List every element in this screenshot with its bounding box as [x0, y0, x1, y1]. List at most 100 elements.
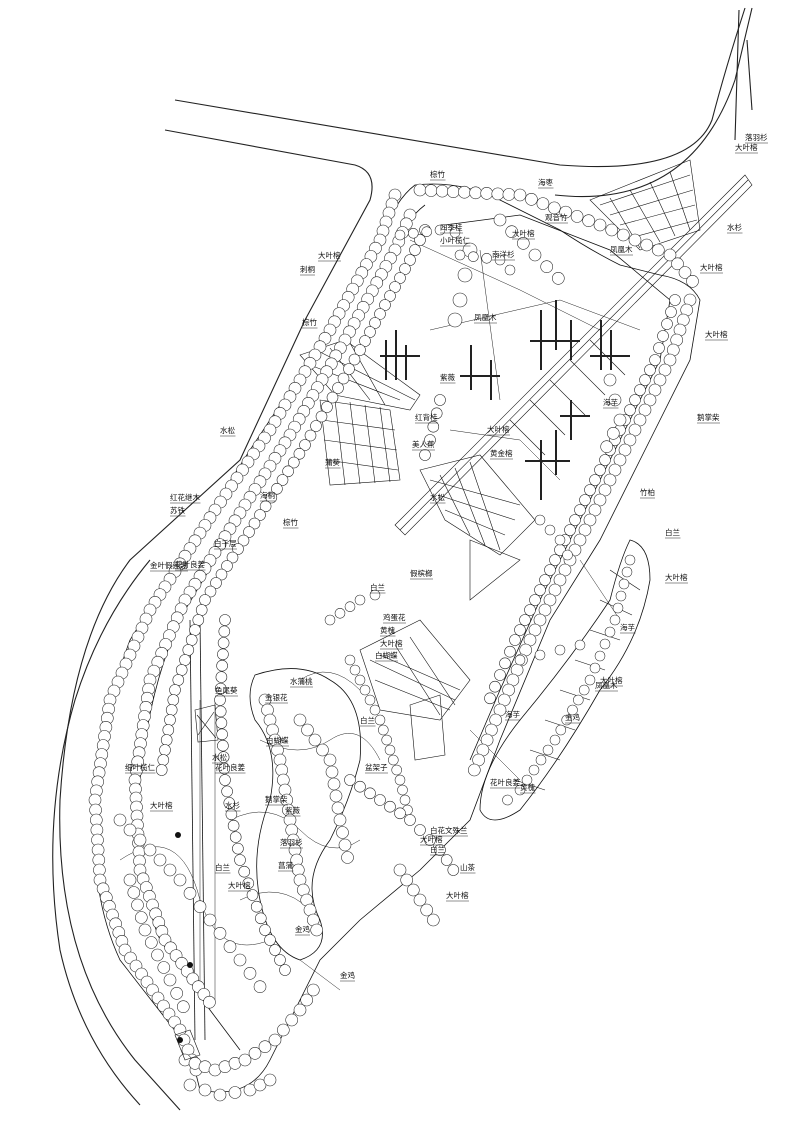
plant-label: 假槟榔 [410, 568, 433, 578]
tree-symbol [324, 614, 336, 626]
plant-label: 大叶榕 [150, 800, 173, 810]
tree-symbol [217, 637, 230, 649]
tree-symbol [468, 251, 479, 262]
plant-labels: 大叶榕落羽杉水杉海枣棕竹大叶榕南洋杉凤凰木刺桐大叶榕棕竹大叶榕凤凰木观音竹小叶榄… [125, 132, 768, 982]
tree-symbol [225, 808, 238, 821]
tree-symbol [554, 644, 566, 656]
tree-symbol [135, 911, 148, 924]
tree-symbol [229, 831, 242, 843]
tree-symbol [384, 290, 396, 302]
tree-symbol [413, 893, 427, 907]
tree-symbol [613, 453, 627, 467]
tree-symbol [653, 342, 665, 354]
plant-label: 白兰 [430, 844, 445, 854]
tree-symbol [427, 913, 440, 927]
tree-symbol [543, 593, 557, 607]
tree-symbol [173, 873, 187, 887]
tree-symbol [652, 243, 665, 257]
tree-symbol [264, 934, 276, 946]
tree-symbol [238, 865, 250, 878]
tree-symbol [277, 1023, 290, 1037]
tree-symbol [215, 717, 228, 729]
tree-symbol [399, 794, 411, 806]
tree-symbol [226, 551, 239, 564]
tree-symbol [344, 601, 356, 612]
tree-symbol [288, 456, 300, 469]
tree-symbol [540, 260, 553, 273]
plant-label: 大叶榕 [420, 834, 443, 844]
plant-label: 大叶榕 [512, 228, 535, 238]
tree-symbol [276, 474, 289, 486]
plant-label: 大叶榕 [735, 142, 758, 152]
plant-label: 小叶榄仁 [440, 235, 470, 245]
tree-symbol [559, 205, 572, 219]
tree-symbol [263, 1073, 277, 1087]
tree-symbol [143, 843, 157, 857]
tree-symbol [409, 244, 421, 256]
tree-symbol [243, 526, 255, 538]
tree-symbol [573, 694, 584, 706]
tree-symbol [542, 744, 554, 756]
tree-symbol [354, 674, 366, 686]
tree-symbol [214, 705, 227, 718]
tree-symbol [237, 534, 250, 547]
tree-symbol [214, 694, 226, 706]
tree-symbol [414, 234, 426, 246]
tree-symbol [549, 734, 561, 746]
tree-symbol [133, 833, 147, 847]
tree-symbol [177, 1000, 190, 1013]
tree-symbol [394, 229, 406, 241]
plant-label: 观音竹 [545, 212, 568, 222]
plant-label: 海芋 [620, 622, 635, 632]
tree-symbol [457, 267, 473, 283]
plant-label: 大叶榕 [665, 572, 688, 582]
tree-symbol [605, 223, 618, 237]
tree-symbol [569, 514, 581, 526]
tree-symbol [348, 353, 361, 366]
plant-label: 金银花 [265, 692, 288, 702]
plant-label: 白兰 [215, 862, 230, 872]
tree-symbol [603, 473, 617, 487]
tree-symbol [589, 474, 601, 486]
tree-symbol [434, 224, 446, 236]
tree-symbol [686, 275, 699, 288]
pergola-bars [380, 300, 630, 500]
tree-symbol [420, 903, 433, 917]
tree-symbol [544, 524, 556, 536]
tree-symbol [316, 743, 329, 757]
tree-symbol [307, 983, 320, 997]
tree-symbol [617, 228, 630, 242]
tree-symbol [391, 764, 402, 776]
tree-symbol [481, 253, 492, 264]
plant-label: 盆架子 [365, 762, 388, 772]
tree-symbol [243, 1083, 257, 1097]
marker-dots [174, 832, 201, 1061]
tree-symbol [344, 654, 356, 666]
plant-label: 海枣 [538, 177, 553, 187]
tree-symbol [663, 248, 677, 262]
tree-symbol [612, 602, 624, 614]
tree-symbol [644, 364, 656, 376]
tree-symbol [163, 863, 177, 877]
tree-symbol [265, 491, 278, 504]
tree-symbol [304, 429, 317, 442]
tree-symbol [534, 514, 546, 526]
tree-symbol [269, 944, 281, 956]
tree-symbol [573, 533, 587, 547]
plant-label: 花叶良姜 [215, 762, 245, 772]
tree-symbol [334, 608, 346, 619]
tree-symbol [378, 724, 389, 736]
plant-label: 海芋 [505, 709, 520, 719]
plant-label: 南洋杉 [492, 249, 515, 259]
tree-symbol [162, 724, 175, 736]
plant-label: 花叶良姜 [490, 777, 520, 787]
tree-symbol [327, 777, 341, 791]
tree-symbol [329, 789, 343, 803]
tree-symbol [123, 823, 137, 837]
pond-outline [194, 668, 361, 1000]
tree-symbol [325, 765, 339, 779]
tree-symbol [248, 1047, 262, 1060]
plant-label: 大叶榕 [380, 638, 403, 648]
tree-symbol [310, 420, 322, 432]
tree-symbol [210, 577, 222, 589]
